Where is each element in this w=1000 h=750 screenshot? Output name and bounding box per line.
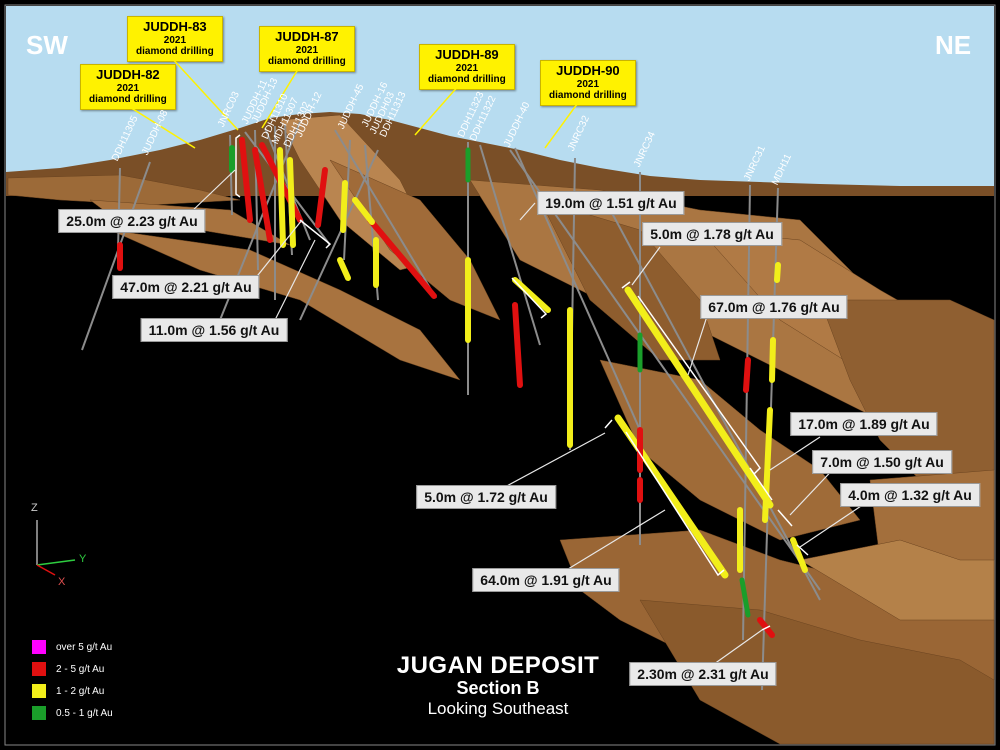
legend-label: 0.5 - 1 g/t Au: [56, 707, 113, 719]
intercept-callout: 19.0m @ 1.51 g/t Au: [537, 191, 685, 215]
section-title: JUGAN DEPOSIT Section B Looking Southeas…: [393, 652, 603, 719]
axis-y-label: Y: [79, 553, 87, 565]
intercept-callout: 47.0m @ 2.21 g/t Au: [112, 275, 260, 299]
legend-label: over 5 g/t Au: [56, 641, 113, 653]
intercept-callout: 67.0m @ 1.76 g/t Au: [700, 295, 848, 319]
legend-item: 0.5 - 1 g/t Au: [32, 702, 113, 724]
intercept-callout: 5.0m @ 1.78 g/t Au: [642, 222, 782, 246]
assay-intervals: [117, 137, 808, 638]
axis-triad: [36, 520, 76, 576]
intercept-brackets: [235, 134, 809, 631]
intercept-callout: 2.30m @ 2.31 g/t Au: [629, 662, 777, 686]
frame: [4, 4, 996, 746]
legend-swatch: [32, 640, 46, 654]
intercept-callout: 17.0m @ 1.89 g/t Au: [790, 412, 938, 436]
axis-x-label: X: [58, 576, 66, 588]
legend-item: 2 - 5 g/t Au: [32, 658, 113, 680]
intercept-callout: 5.0m @ 1.72 g/t Au: [416, 485, 556, 509]
topography: [6, 112, 994, 210]
legend-label: 1 - 2 g/t Au: [56, 685, 105, 697]
section-name: Section B: [456, 678, 540, 698]
legend-label: 2 - 5 g/t Au: [56, 663, 105, 675]
legend-item: over 5 g/t Au: [32, 636, 113, 658]
intercept-callout: 64.0m @ 1.91 g/t Au: [472, 568, 620, 592]
intercept-callout: 11.0m @ 1.56 g/t Au: [140, 318, 288, 342]
deposit-name: JUGAN DEPOSIT: [396, 652, 600, 679]
axis-z-label: Z: [31, 502, 38, 514]
intercept-callout: 4.0m @ 1.32 g/t Au: [840, 483, 980, 507]
legend-swatch: [32, 662, 46, 676]
direction-ne: NE: [935, 30, 972, 60]
intercept-callout: 25.0m @ 2.23 g/t Au: [58, 209, 206, 233]
view-direction: Looking Southeast: [427, 699, 569, 718]
intercept-callout: 7.0m @ 1.50 g/t Au: [812, 450, 952, 474]
grade-legend: over 5 g/t Au 2 - 5 g/t Au 1 - 2 g/t Au …: [32, 636, 113, 724]
direction-sw: SW: [26, 30, 68, 60]
legend-swatch: [32, 684, 46, 698]
legend-item: 1 - 2 g/t Au: [32, 680, 113, 702]
legend-swatch: [32, 706, 46, 720]
